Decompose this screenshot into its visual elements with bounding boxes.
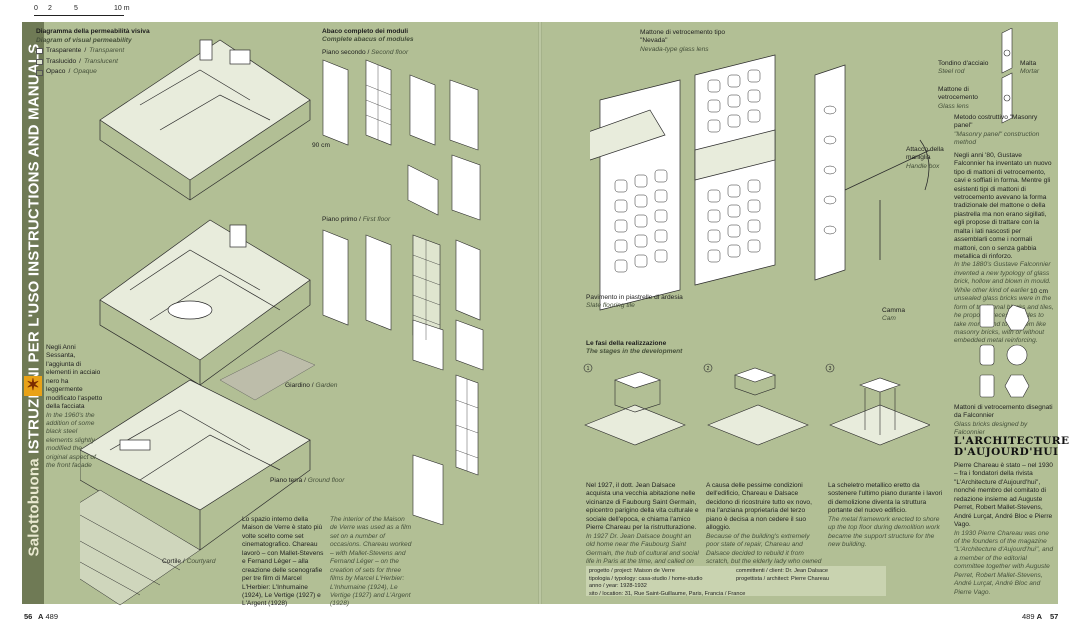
page-number-left: 56 — [24, 612, 33, 621]
opaque-swatch — [36, 69, 43, 76]
glass-facade-illustration — [590, 54, 931, 311]
credits-left: progetto / project: Maison de Verre tipo… — [589, 568, 746, 597]
module-dimension: 90 cm — [312, 142, 330, 149]
stages-illustration: 1 2 3 — [583, 363, 930, 446]
courtyard-paving — [80, 489, 201, 606]
garden-label: Giardino / Garden — [285, 382, 338, 389]
stage-number-1: 1 — [587, 366, 590, 372]
second-floor-label: Piano secondo / Second floor — [322, 48, 409, 56]
stage3-text: La scheletro metallico eretto da sostene… — [828, 482, 943, 549]
glass-lenses — [614, 69, 837, 273]
section-spine — [22, 22, 44, 604]
stage-number-3: 3 — [829, 366, 832, 372]
ground-floor-plan — [80, 379, 311, 551]
interior-text-it: Lo spazio interno della Maison de Verre … — [242, 516, 324, 608]
permeability-legend: Diagramma della permeabilità visiva Diag… — [36, 28, 150, 77]
masonry-panel-text: Metodo costruttivo "Masonry panel" "Maso… — [954, 114, 1054, 345]
falconnier-bricks-illustration — [979, 304, 1030, 398]
sixties-caption: Negli Anni Sessanta, l'aggiunta di eleme… — [46, 344, 103, 470]
courtyard-label: Cortile / Courtyard — [162, 558, 216, 565]
legend-item-opaque: Opaco / Opaque — [36, 68, 150, 77]
module-door — [322, 59, 349, 146]
archi-text: Pierre Chareau è stato – nel 1930 – fra … — [954, 462, 1053, 596]
scale-tick-2: 2 — [48, 5, 52, 12]
star-icon: ✶ — [24, 376, 42, 396]
ten-cm-label: 10 cm — [1030, 288, 1048, 295]
magazine-issue-right: 489 A — [1022, 612, 1043, 621]
spine-title: Salottobuona ISTRUZIONI PER L'USO INSTRU… — [26, 44, 43, 557]
scale-tick-10: 10 m — [114, 5, 130, 12]
stage-number-2: 2 — [707, 366, 710, 372]
detail-panel — [814, 64, 846, 281]
stage2-base — [707, 404, 809, 446]
slate-floor-label: Pavimento in piastrelle di ardesia Slate… — [586, 294, 683, 310]
isometric-plans-illustration — [80, 39, 316, 606]
spine-section: Salottobuona — [25, 458, 43, 557]
legend-title-en: Diagram of visual permeability — [36, 36, 132, 44]
credits-box: progetto / project: Maison de Verre tipo… — [586, 566, 886, 597]
nevada-label: Mattone di vetrocemento tipo "Nevada" Ne… — [640, 29, 726, 53]
scale-bar: 0 2 5 10 m — [34, 5, 134, 17]
open-window — [590, 109, 666, 161]
stages-heading: Le fasi della realizzazione The stages i… — [586, 340, 683, 356]
magazine-issue-left: A 489 — [38, 612, 59, 621]
handle-box-label: Attacco della maniglia Handle box — [906, 146, 944, 170]
transparent-swatch — [36, 48, 43, 55]
legend-item-translucent: Traslucido / Translucent — [36, 58, 150, 67]
magazine-logo-icon: A — [38, 612, 44, 621]
scale-tick-0: 0 — [34, 5, 38, 12]
legend-item-transparent: Trasparente / Transparent — [36, 47, 150, 56]
archi-heading: L'ARCHITECTURE D'AUJOURD'HUI — [954, 435, 1070, 459]
legend-title: Diagramma della permeabilità visiva — [36, 28, 150, 35]
garden-gravel — [219, 349, 316, 401]
abacus-heading: Abaco completo dei moduli Complete abacu… — [322, 28, 414, 56]
cam-label: Camma Cam — [882, 307, 906, 323]
gutter — [538, 22, 542, 604]
ground-floor-label: Piano terra / Ground floor — [270, 477, 345, 484]
stage-numbers: 1 2 3 — [587, 366, 832, 372]
module-abacus-illustration — [322, 59, 484, 525]
cam-mechanism — [844, 139, 931, 260]
first-floor-label: Piano primo / First floor — [322, 216, 391, 223]
translucent-swatch — [36, 58, 43, 65]
credits-right: committenti / client: Dr. Jean Dalsace p… — [736, 568, 829, 582]
scale-tick-5: 5 — [74, 5, 78, 12]
masonry-detail-illustration — [1001, 28, 1013, 124]
second-floor-plan — [99, 39, 311, 201]
magazine-logo-icon: A — [1036, 612, 1043, 621]
stage1-base — [584, 404, 686, 446]
page-number-right: 57 — [1050, 612, 1059, 621]
interior-text-en: The interior of the Maison de Verre was … — [330, 516, 412, 608]
falconnier-label: Mattoni di vetrocemento disegnati da Fal… — [954, 404, 1053, 437]
